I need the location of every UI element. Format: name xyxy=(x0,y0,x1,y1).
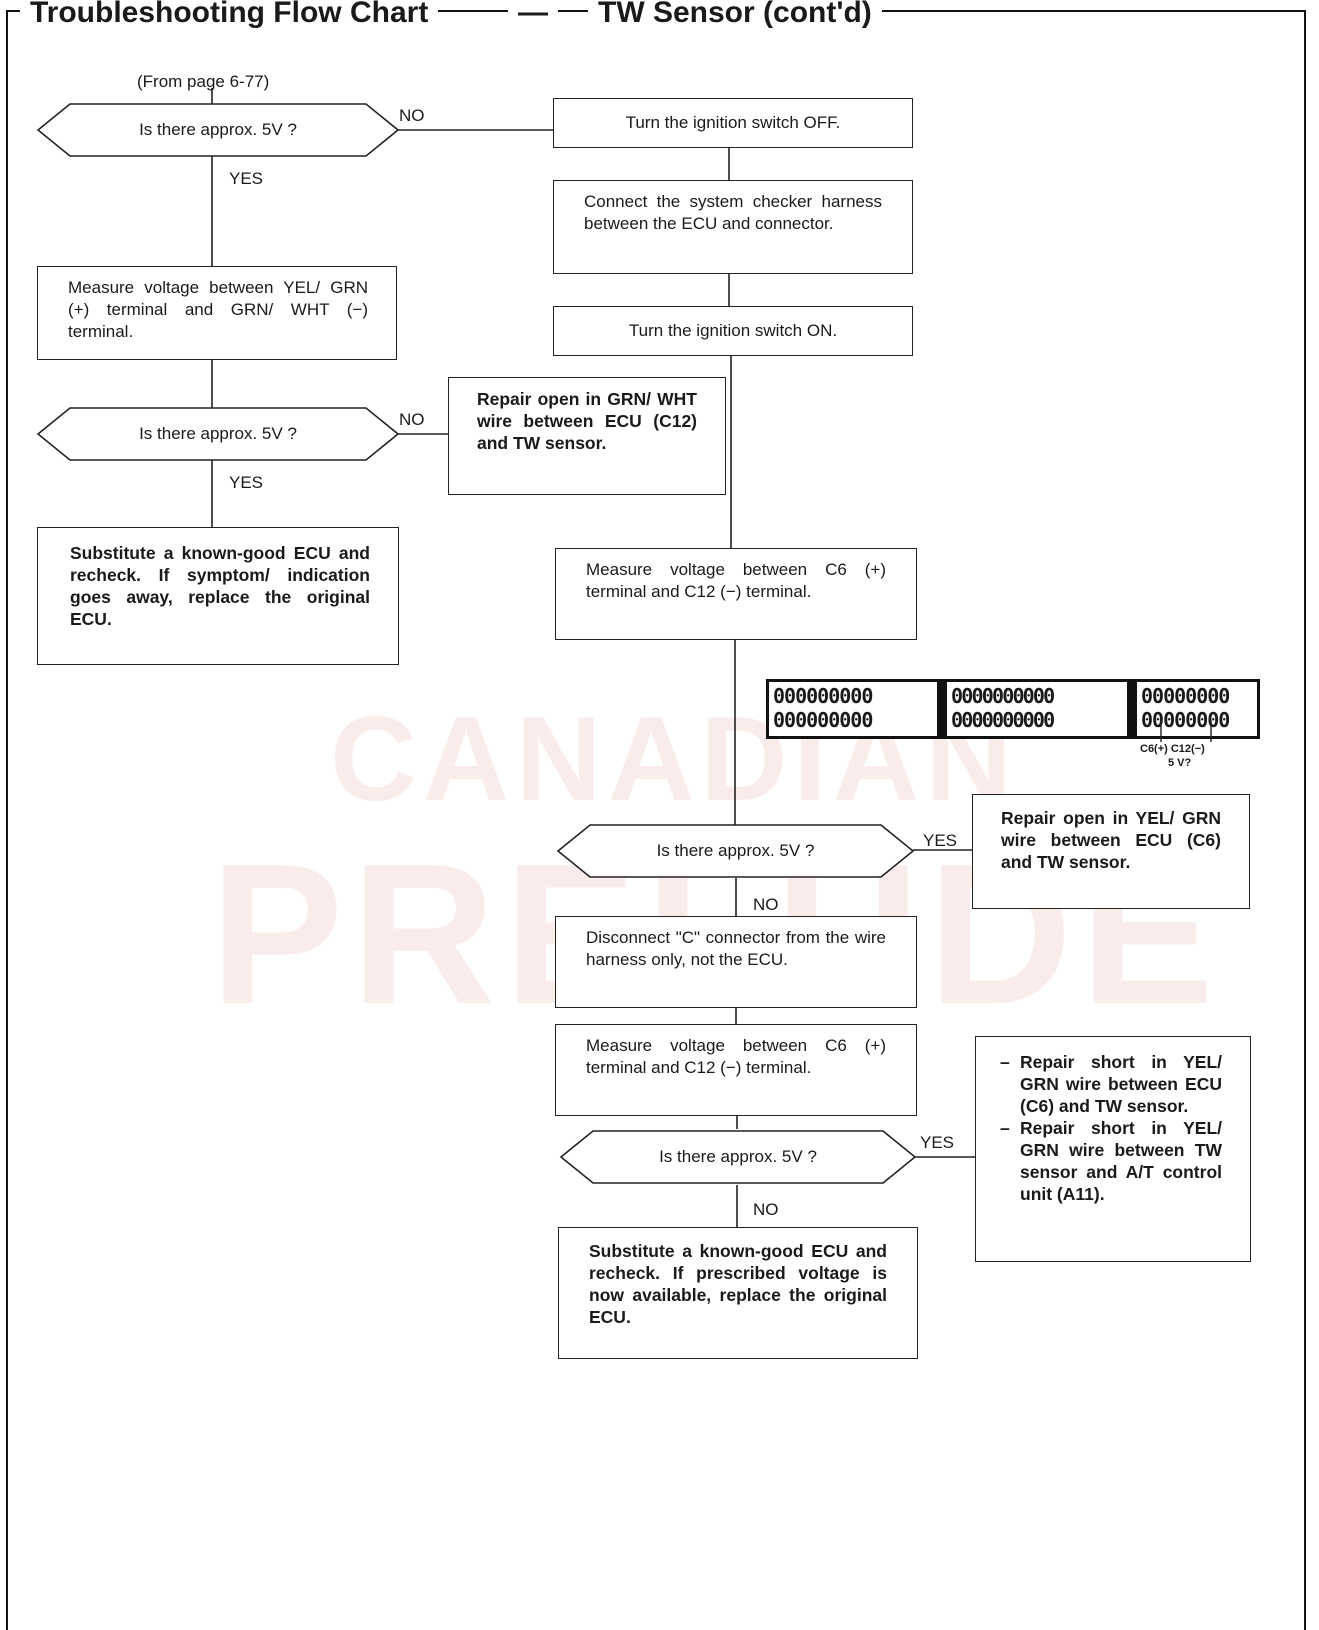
repair-short-item-2: Repair short in YEL/ GRN wire between TW… xyxy=(1000,1117,1222,1205)
header-right-title: TW Sensor (cont'd) xyxy=(588,0,882,28)
repair-short-box: Repair short in YEL/ GRN wire between EC… xyxy=(975,1036,1251,1262)
connector-pin-label: C6(+) C12(−) xyxy=(1140,743,1205,755)
repair-short-item-1: Repair short in YEL/ GRN wire between EC… xyxy=(1000,1051,1222,1117)
decision-diamond-2 xyxy=(36,407,400,461)
substitute-ecu-box-2: Substitute a known-good ECU and recheck.… xyxy=(558,1227,918,1359)
connector-row-a2: 000000000 xyxy=(773,708,873,732)
connector-row-c2: 00000000 xyxy=(1141,708,1230,732)
decision-2-text: Is there approx. 5V ? xyxy=(139,424,297,443)
connector-divider-2 xyxy=(1127,682,1137,736)
disconnect-c-connector-box: Disconnect "C" connector from the wire h… xyxy=(555,916,917,1008)
connector-row-a1: 000000000 xyxy=(773,684,873,708)
decision-2-no-label: NO xyxy=(399,410,425,429)
decision-1-text: Is there approx. 5V ? xyxy=(139,120,297,139)
decision-4-no-label: NO xyxy=(753,1200,779,1219)
measure-voltage-yel-grn-box: Measure voltage between YEL/ GRN (+) ter… xyxy=(37,266,397,360)
decision-4-yes-label: YES xyxy=(920,1133,955,1152)
substitute-ecu-box-1: Substitute a known-good ECU and recheck.… xyxy=(37,527,399,665)
connector-voltage-label: 5 V? xyxy=(1168,757,1192,769)
connector-section-b: 0000000000 0000000000 xyxy=(947,682,1127,736)
decision-3-no-label: NO xyxy=(753,895,779,914)
decision-4-text: Is there approx. 5V ? xyxy=(659,1147,817,1166)
repair-short-list: Repair short in YEL/ GRN wire between EC… xyxy=(1000,1051,1222,1205)
page-frame: Troubleshooting Flow Chart — TW Sensor (… xyxy=(6,0,1306,1630)
connector-row-b2: 0000000000 xyxy=(951,708,1055,732)
connector-section-c: 00000000 00000000 xyxy=(1137,682,1257,736)
decision-1-yes-label: YES xyxy=(229,169,264,188)
decision-1-no-label: NO xyxy=(399,106,425,125)
connector-divider-1 xyxy=(937,682,947,736)
connect-checker-harness-box: Connect the system checker harness betwe… xyxy=(553,180,913,274)
measure-voltage-c6-c12-box-1: Measure voltage between C6 (+) terminal … xyxy=(555,548,917,640)
from-page-label: (From page 6-77) xyxy=(137,72,270,91)
decision-3-text: Is there approx. 5V ? xyxy=(656,841,815,860)
repair-open-grn-wht-box: Repair open in GRN/ WHT wire between ECU… xyxy=(448,377,726,495)
turn-ignition-on-box: Turn the ignition switch ON. xyxy=(553,306,913,356)
decision-2-yes-label: YES xyxy=(229,473,264,492)
decision-diamond-1 xyxy=(36,103,400,157)
connector-row-b1: 0000000000 xyxy=(951,684,1055,708)
header-dash: — xyxy=(508,0,558,28)
turn-ignition-off-box: Turn the ignition switch OFF. xyxy=(553,98,913,148)
repair-open-yel-grn-box: Repair open in YEL/ GRN wire between ECU… xyxy=(972,794,1250,909)
decision-3-yes-label: YES xyxy=(923,831,958,850)
measure-voltage-c6-c12-box-2: Measure voltage between C6 (+) terminal … xyxy=(555,1024,917,1116)
decision-diamond-4 xyxy=(559,1130,917,1184)
header-left-title: Troubleshooting Flow Chart xyxy=(20,0,439,28)
connector-row-c1: 00000000 xyxy=(1141,684,1230,708)
ecu-connector-diagram: 000000000 000000000 0000000000 000000000… xyxy=(766,679,1260,739)
connector-section-a: 000000000 000000000 xyxy=(769,682,937,736)
decision-diamond-3 xyxy=(556,824,915,878)
